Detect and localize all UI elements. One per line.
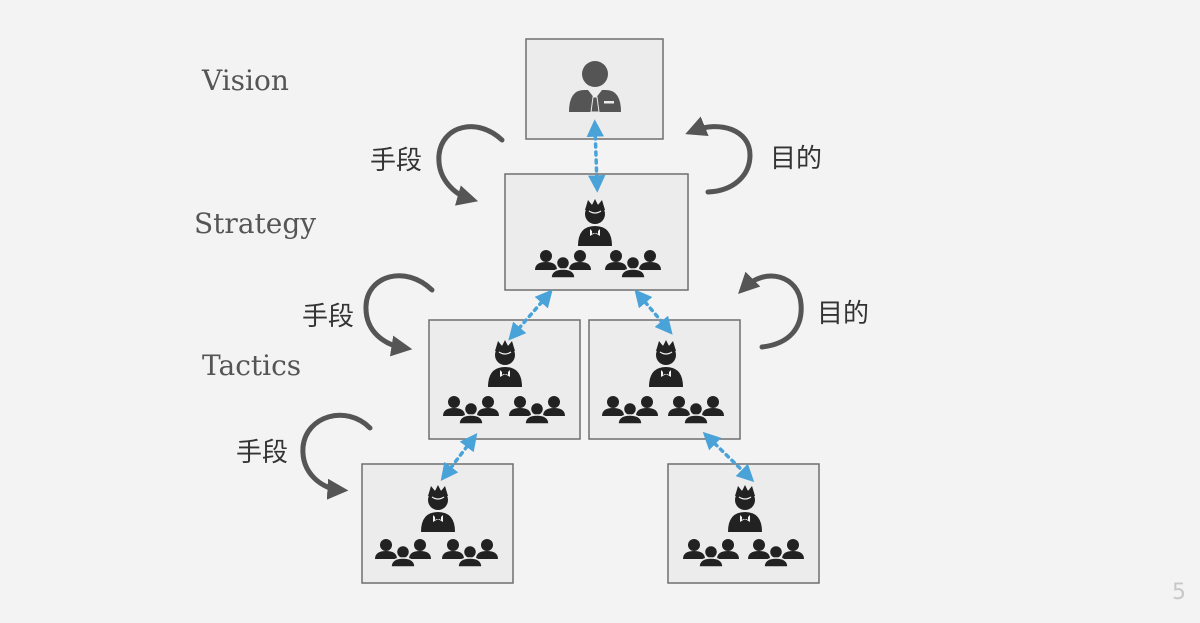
connector-strategy-tactics-left: [508, 289, 553, 341]
means-label-3: 手段: [236, 438, 289, 468]
purpose-arrow-1: [685, 116, 753, 195]
level-label-strategy: Strategy: [194, 207, 317, 240]
means-label-1: 手段: [370, 146, 423, 176]
means-arrow-1: [436, 124, 505, 206]
level-label-vision: Vision: [202, 64, 289, 97]
connector-strategy-tactics-right: [634, 289, 673, 335]
person-tie-icon: [569, 61, 621, 113]
connector-tactics-operations-right: [702, 431, 755, 483]
level-label-tactics: Tactics: [202, 349, 302, 382]
connector-vision-strategy: [586, 119, 606, 193]
connector-tactics-operations-left: [440, 433, 478, 481]
purpose-label-2: 目的: [817, 299, 870, 329]
means-label-2: 手段: [302, 302, 355, 332]
purpose-label-1: 目的: [770, 144, 823, 174]
page-number: 5: [1172, 580, 1186, 605]
vision-box: [525, 38, 664, 140]
means-arrow-2: [363, 273, 435, 357]
means-arrow-3: [300, 412, 373, 500]
purpose-arrow-2: [738, 271, 804, 350]
